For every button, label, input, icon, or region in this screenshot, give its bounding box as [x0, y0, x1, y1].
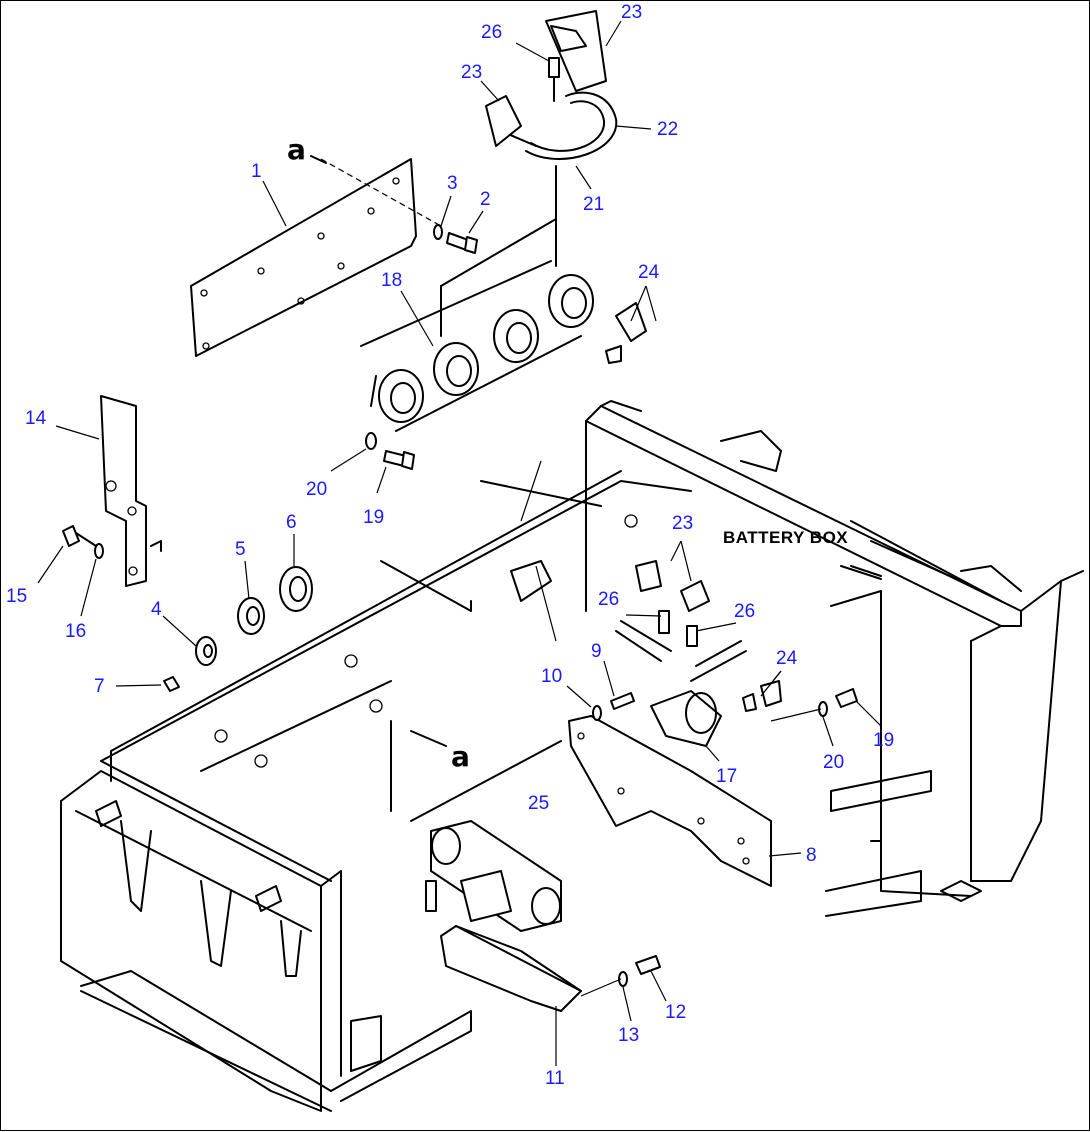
cover-plate-1	[190, 158, 442, 357]
reference-mark-a-top: a	[287, 133, 327, 166]
washer-10	[592, 705, 602, 721]
callout-7: 7	[94, 676, 105, 697]
callout-3: 3	[447, 173, 458, 194]
cable-assembly-21	[500, 91, 618, 267]
callout-15: 15	[6, 586, 27, 607]
bolt-19-right	[835, 688, 858, 708]
callout-18: 18	[381, 270, 402, 291]
callout-16: 16	[65, 621, 86, 642]
relay-17	[650, 690, 722, 747]
washer-20	[365, 432, 377, 450]
bolt-12	[635, 955, 661, 975]
callout-24-right: 24	[776, 648, 798, 669]
grommet-5	[237, 597, 265, 635]
callout-14: 14	[25, 408, 47, 429]
grommet-6	[279, 566, 313, 612]
mounting-plate-8	[568, 715, 772, 887]
callout-4: 4	[151, 599, 162, 620]
terminal-cap-23-left	[485, 95, 522, 147]
bolt-9	[610, 692, 635, 710]
leader-lines	[37, 20, 882, 1066]
reference-mark-a-bottom: a	[410, 730, 470, 773]
callout-21: 21	[583, 194, 604, 215]
battery-box	[585, 400, 1084, 917]
terminal-cap-23-top	[545, 10, 607, 92]
callout-20-right: 20	[823, 752, 844, 773]
grommet-4	[195, 636, 217, 666]
washer-3	[433, 224, 443, 240]
callout-9: 9	[591, 641, 602, 662]
callout-19-right: 19	[873, 730, 894, 751]
callout-13: 13	[618, 1025, 639, 1046]
callouts: 1 2 3 4 5 6 7 8 9 10 11 12 13 14 15 16 1…	[6, 2, 894, 1089]
svg-text:a: a	[287, 133, 306, 166]
bolt-15	[62, 525, 97, 547]
bolt-26-top	[548, 57, 560, 102]
battery-tray	[60, 470, 692, 1112]
callout-1: 1	[251, 161, 262, 182]
callout-2: 2	[480, 189, 491, 210]
bracket-14	[100, 395, 162, 587]
washer-16	[94, 543, 104, 559]
callout-24-top: 24	[638, 262, 660, 283]
nut-7	[163, 676, 180, 692]
cable-terminals-right	[615, 560, 747, 682]
callout-19: 19	[363, 507, 384, 528]
callout-20: 20	[306, 479, 327, 500]
battery-box-label: BATTERY BOX	[723, 528, 848, 547]
callout-23-top: 23	[621, 2, 642, 23]
callout-5: 5	[235, 539, 246, 560]
terminal-24-right	[742, 680, 782, 712]
callout-12: 12	[665, 1002, 686, 1023]
svg-text:a: a	[451, 740, 470, 773]
callout-25: 25	[528, 793, 549, 814]
callout-8: 8	[806, 845, 817, 866]
callout-23-left: 23	[461, 62, 482, 83]
bolt-2	[446, 232, 478, 254]
callout-23-right: 23	[672, 513, 693, 534]
callout-26-left: 26	[598, 589, 619, 610]
callout-11: 11	[545, 1068, 565, 1089]
terminal-24-top	[605, 302, 647, 364]
callout-10: 10	[541, 666, 562, 687]
callout-26-top: 26	[481, 22, 502, 43]
callout-26-right: 26	[734, 601, 755, 622]
washer-13	[618, 971, 628, 987]
bracket-11	[440, 925, 582, 1012]
bolt-26-right	[658, 610, 698, 647]
callout-22: 22	[657, 119, 678, 140]
bolt-19	[383, 450, 415, 470]
callout-6: 6	[286, 512, 297, 533]
callout-17: 17	[716, 766, 737, 787]
switch-cluster-18	[360, 218, 594, 432]
holder-25	[425, 820, 562, 932]
